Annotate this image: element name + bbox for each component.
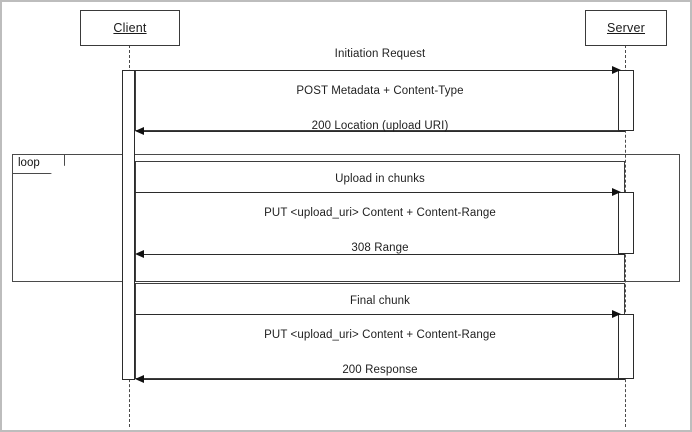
- message-arrowhead-m3: [612, 187, 621, 196]
- activation-bar-server-chunk: [618, 192, 634, 254]
- group-heading-final: Final chunk: [350, 295, 410, 307]
- message-line-m4: [142, 254, 625, 255]
- message-line-m2: [142, 131, 625, 132]
- message-label-m3: PUT <upload_uri> Content + Content-Range: [264, 207, 496, 219]
- fragment-loop-tag: loop: [13, 155, 65, 174]
- participant-box-client[interactable]: Client: [80, 10, 180, 46]
- message-arrowhead-m5: [612, 309, 621, 318]
- participant-box-server[interactable]: Server: [585, 10, 667, 46]
- activation-bar-server-final: [618, 314, 634, 379]
- activation-bar-client: [122, 70, 135, 380]
- message-label-m1: POST Metadata + Content-Type: [296, 85, 464, 97]
- group-heading-initiation: Initiation Request: [334, 48, 426, 60]
- message-label-m2: 200 Location (upload URI): [311, 120, 449, 132]
- message-line-m6: [142, 379, 625, 380]
- message-arrowhead-m6: [135, 374, 144, 383]
- participant-label-server: Server: [606, 21, 646, 35]
- separator-final-header: [135, 314, 625, 315]
- message-label-m5: PUT <upload_uri> Content + Content-Range: [264, 329, 496, 341]
- message-line-m1: [135, 70, 618, 71]
- group-heading-upload: Upload in chunks: [335, 173, 425, 185]
- message-arrowhead-m4: [135, 249, 144, 258]
- participant-label-client: Client: [113, 21, 147, 35]
- message-label-m4: 308 Range: [351, 242, 409, 254]
- activation-bar-server-initiation: [618, 70, 634, 131]
- fragment-loop-label: loop: [18, 157, 40, 170]
- message-arrowhead-m2: [135, 126, 144, 135]
- message-arrowhead-m1: [612, 65, 621, 74]
- separator-upload-header: [135, 192, 625, 193]
- message-label-m6: 200 Response: [342, 364, 418, 376]
